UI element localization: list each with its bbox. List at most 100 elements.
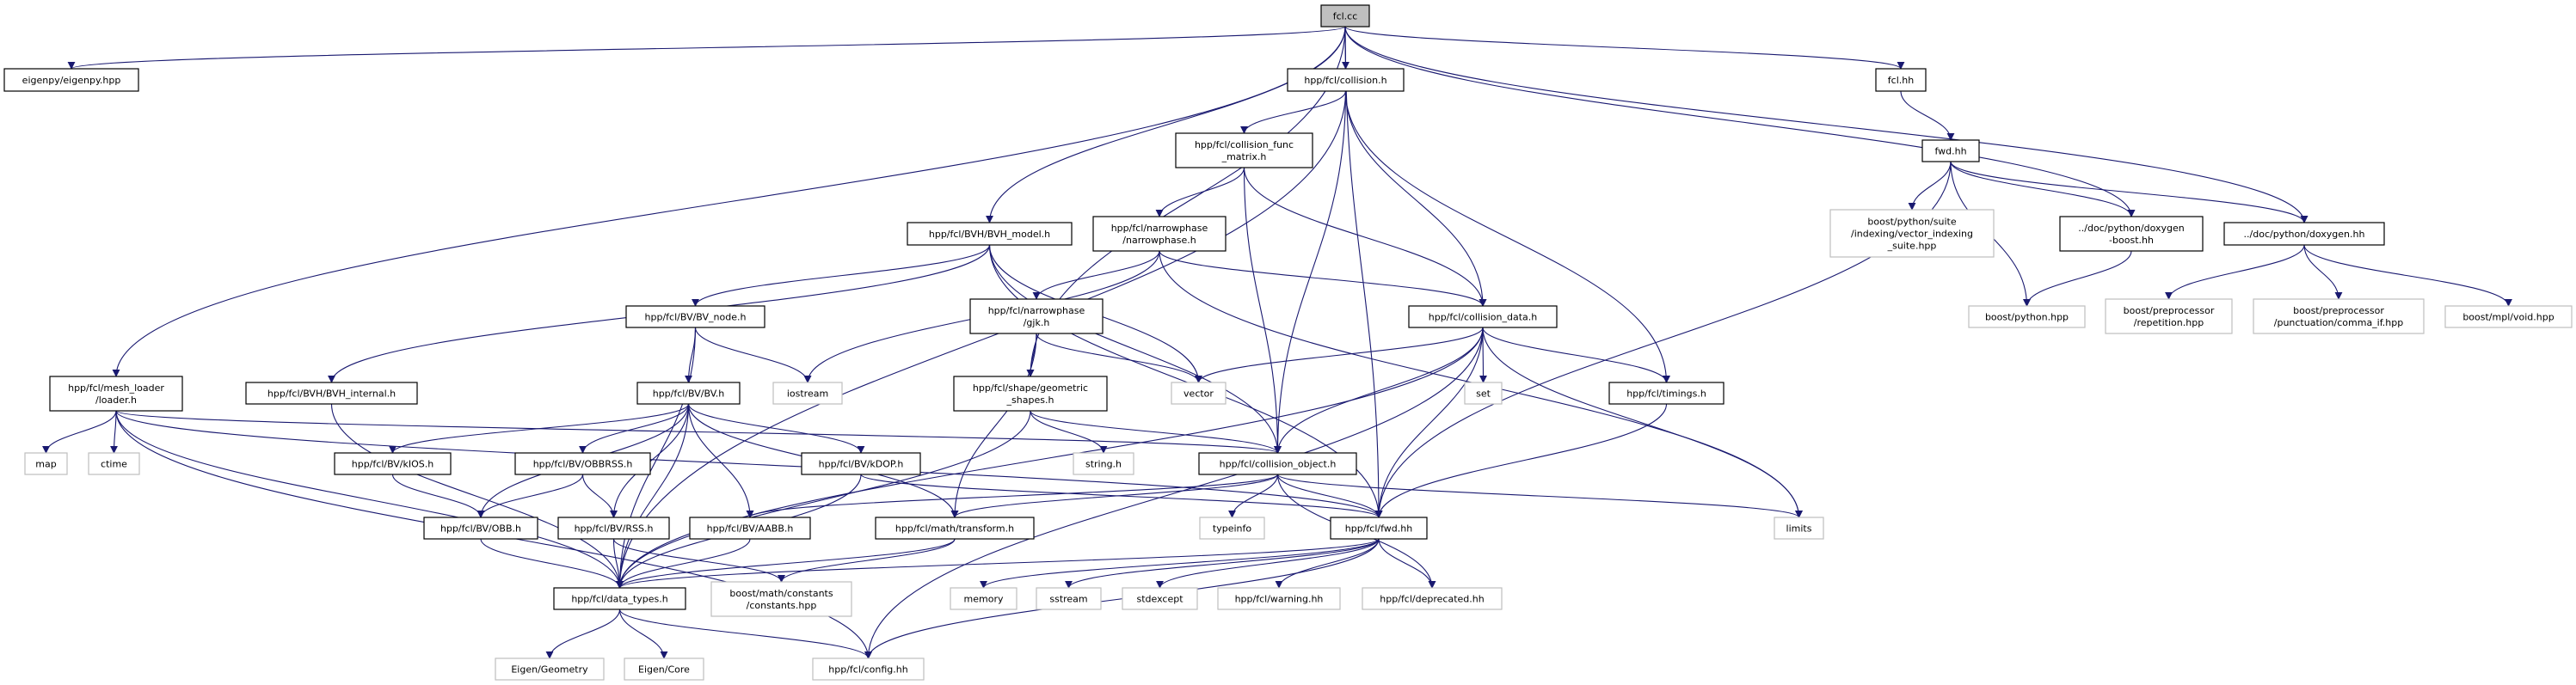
node-memory: memory	[950, 587, 1017, 610]
node-bv[interactable]: hpp/fcl/BV/BV.h	[636, 382, 741, 405]
edge-fcl_cc-to-fwd	[1344, 26, 1383, 518]
edge-geom_shapes-to-data_types	[616, 410, 1031, 589]
edge-data_types-to-config	[618, 609, 872, 659]
edge-bv_node-to-data_types	[616, 327, 697, 589]
edge-bv-to-rss	[610, 403, 690, 518]
node-label: _shapes.h	[1006, 394, 1054, 406]
node-label: hpp/fcl/BV/RSS.h	[575, 523, 654, 535]
edge-gjk-to-vector	[1036, 333, 1202, 383]
node-fcl_cc[interactable]: fcl.cc	[1320, 4, 1370, 28]
node-label: hpp/fcl/collision_object.h	[1220, 459, 1337, 470]
node-fcl_hh[interactable]: fcl.hh	[1875, 68, 1927, 92]
edge-bv-to-aabb	[687, 403, 754, 518]
node-label: string.h	[1085, 459, 1122, 470]
edge-narrowphase-to-gjk	[1032, 250, 1160, 300]
node-box	[1287, 68, 1405, 92]
node-label: hpp/fcl/BVH/BVH_internal.h	[267, 388, 396, 400]
node-box	[1829, 209, 1995, 258]
node-collision_object[interactable]: hpp/fcl/collision_object.h	[1198, 452, 1357, 475]
edge-collision_data-to-data_types	[616, 327, 1484, 589]
node-label: ../doc/python/doxygen	[2078, 223, 2184, 234]
node-rss[interactable]: hpp/fcl/BV/RSS.h	[557, 517, 670, 540]
node-obb[interactable]: hpp/fcl/BV/OBB.h	[423, 517, 538, 540]
node-fwd[interactable]: hpp/fcl/fwd.hh	[1330, 517, 1428, 540]
node-box	[1921, 139, 1980, 162]
node-label: vector	[1183, 388, 1214, 400]
node-label: hpp/fcl/narrowphase	[988, 305, 1085, 316]
node-box	[2444, 305, 2573, 328]
edge-fcl_cc-to-bvh_model	[986, 26, 1346, 223]
edge-collision_object-to-aabb	[746, 474, 1279, 518]
node-box	[1330, 517, 1428, 540]
node-gjk[interactable]: hpp/fcl/narrowphase/gjk.h	[969, 298, 1104, 334]
node-label: boost/mpl/void.hpp	[2462, 312, 2554, 323]
node-label: hpp/fcl/collision_data.h	[1429, 312, 1538, 323]
node-box	[1092, 216, 1227, 252]
node-aabb[interactable]: hpp/fcl/BV/AABB.h	[689, 517, 811, 540]
node-kdop[interactable]: hpp/fcl/BV/kDOP.h	[801, 452, 921, 475]
node-bv_node[interactable]: hpp/fcl/BV/BV_node.h	[625, 305, 765, 328]
node-bvh_model[interactable]: hpp/fcl/BVH/BVH_model.h	[907, 222, 1073, 246]
node-label: -boost.hh	[2109, 235, 2154, 246]
node-label: /gjk.h	[1024, 317, 1050, 328]
node-label: ../doc/python/doxygen.hh	[2244, 229, 2365, 240]
node-narrowphase[interactable]: hpp/fcl/narrowphase/narrowphase.h	[1092, 216, 1227, 252]
edge-collision_object-to-transform	[950, 474, 1279, 518]
node-transform[interactable]: hpp/fcl/math/transform.h	[875, 517, 1035, 540]
node-fwd_top[interactable]: fwd.hh	[1921, 139, 1980, 162]
node-collision[interactable]: hpp/fcl/collision.h	[1287, 68, 1405, 92]
node-label: eigenpy/eigenpy.hpp	[22, 75, 121, 86]
node-box	[2105, 298, 2233, 334]
node-label: hpp/fcl/collision_func	[1195, 139, 1294, 150]
node-label: fcl.cc	[1333, 11, 1358, 22]
node-loader[interactable]: hpp/fcl/mesh_loader/loader.h	[49, 376, 183, 412]
edge-loader-to-ctime	[110, 410, 119, 454]
edge-doxygen-to-mpl_void	[2303, 244, 2512, 307]
edge-obbrss-to-obb	[476, 474, 584, 518]
edge-narrowphase-to-collision_data	[1159, 250, 1487, 307]
node-box	[495, 657, 605, 681]
node-label: hpp/fcl/mesh_loader	[68, 382, 164, 394]
node-doxy_boost[interactable]: ../doc/python/doxygen-boost.hh	[2059, 216, 2204, 252]
node-doxygen[interactable]: ../doc/python/doxygen.hh	[2223, 222, 2385, 246]
node-bvh_internal[interactable]: hpp/fcl/BVH/BVH_internal.h	[245, 382, 418, 405]
node-mpl_void: boost/mpl/void.hpp	[2444, 305, 2573, 328]
node-data_types[interactable]: hpp/fcl/data_types.h	[553, 587, 686, 610]
edges-layer	[42, 26, 2512, 659]
node-box	[812, 657, 925, 681]
node-label: Eigen/Geometry	[511, 664, 588, 676]
edge-loader-to-data_types	[115, 410, 624, 589]
node-repetition: boost/preprocessor/repetition.hpp	[2105, 298, 2233, 334]
edge-bvh_model-to-bv_node	[692, 244, 991, 307]
node-label: _suite.hpp	[1887, 241, 1937, 252]
node-timings[interactable]: hpp/fcl/timings.h	[1608, 382, 1725, 405]
node-func_matrix[interactable]: hpp/fcl/collision_func_matrix.h	[1175, 132, 1313, 168]
node-box	[1608, 382, 1725, 405]
node-box	[553, 587, 686, 610]
node-label: boost/preprocessor	[2293, 305, 2384, 316]
node-geom_shapes[interactable]: hpp/fcl/shape/geometric_shapes.h	[953, 376, 1108, 412]
node-kios[interactable]: hpp/fcl/BV/kIOS.h	[334, 452, 452, 475]
edge-func_matrix-to-collision_data	[1243, 167, 1487, 307]
node-box	[1464, 382, 1503, 405]
edge-transform-to-data_types	[616, 538, 956, 589]
node-box	[1774, 517, 1824, 540]
node-collision_data[interactable]: hpp/fcl/collision_data.h	[1408, 305, 1558, 328]
node-box	[1036, 587, 1102, 610]
node-label: hpp/fcl/narrowphase	[1111, 223, 1208, 234]
node-math_constants: boost/math/constants/constants.hpp	[710, 581, 852, 617]
edge-bv_node-to-iostream	[694, 327, 812, 383]
node-label: hpp/fcl/math/transform.h	[895, 523, 1014, 535]
node-box	[2223, 222, 2385, 246]
node-box	[423, 517, 538, 540]
node-box	[334, 452, 452, 475]
node-box	[710, 581, 852, 617]
node-eigenpy[interactable]: eigenpy/eigenpy.hpp	[3, 68, 139, 92]
edge-fwd-to-sstream	[1065, 538, 1380, 589]
node-config: hpp/fcl/config.hh	[812, 657, 925, 681]
edge-fcl_hh-to-fwd_top	[1900, 90, 1955, 141]
edge-collision_data-to-config	[864, 327, 1484, 659]
node-obbrss[interactable]: hpp/fcl/BV/OBBRSS.h	[514, 452, 651, 475]
